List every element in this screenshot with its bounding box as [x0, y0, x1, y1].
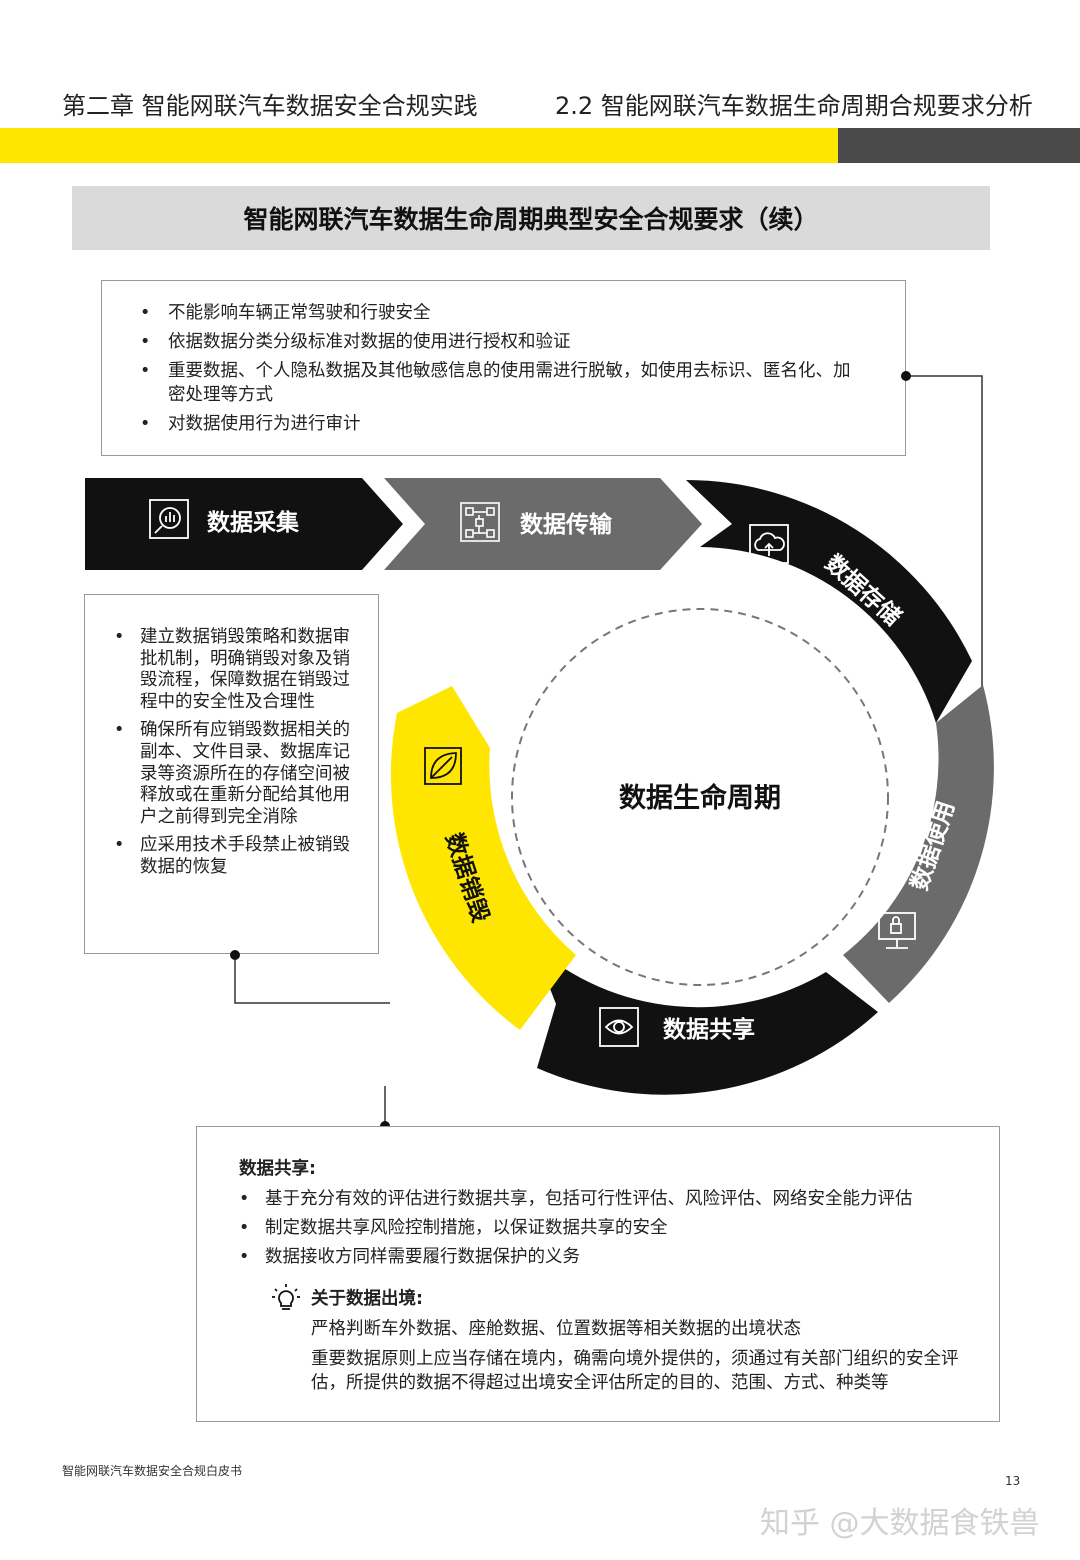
footer-doc-title: 智能网联汽车数据安全合规白皮书	[62, 1464, 243, 1478]
sharing-requirement-item: 基于充分有效的评估进行数据共享，包括可行性评估、风险评估、网络安全能力评估	[239, 1187, 979, 1211]
destruction-requirement-item: 应采用技术手段禁止被销毁数据的恢复	[114, 835, 356, 878]
magnifier-chart-icon	[149, 499, 189, 539]
sharing-requirement-item: 数据接收方同样需要履行数据保护的义务	[239, 1245, 979, 1269]
stage-collection-label: 数据采集	[207, 509, 300, 536]
yellow-band	[0, 128, 838, 163]
usage-requirements-box: 不能影响车辆正常驾驶和行驶安全 依据数据分类分级标准对数据的使用进行授权和验证 …	[101, 280, 906, 456]
lock-monitor-icon	[878, 912, 916, 949]
data-export-tip: 关于数据出境: 严格判断车外数据、座舱数据、位置数据等相关数据的出境状态 重要数…	[239, 1284, 979, 1395]
inner-dashed-circle	[511, 608, 889, 986]
lifecycle-center-label: 数据生命周期	[619, 782, 781, 814]
tip-line: 严格判断车外数据、座舱数据、位置数据等相关数据的出境状态	[311, 1319, 801, 1339]
sharing-box-title: 数据共享:	[239, 1159, 316, 1179]
section-title: 2.2 智能网联汽车数据生命周期合规要求分析	[555, 92, 1033, 120]
connector-lines	[234, 375, 983, 1126]
lightbulb-icon	[272, 1284, 300, 1310]
stage-destruction-shape	[390, 686, 576, 1030]
destruction-requirements-box: 建立数据销毁策略和数据审批机制，明确销毁对象及销毁流程，保障数据在销毁过程中的安…	[84, 594, 379, 954]
destruction-requirement-item: 确保所有应销毁数据相关的副本、文件目录、数据库记录等资源所在的存储空间被释放或在…	[114, 720, 356, 828]
usage-requirement-item: 重要数据、个人隐私数据及其他敏感信息的使用需进行脱敏，如使用去标识、匿名化、加密…	[140, 359, 885, 407]
connector-dot	[230, 950, 240, 960]
usage-requirement-item: 对数据使用行为进行审计	[140, 412, 885, 436]
cloud-upload-icon	[749, 524, 789, 564]
stage-storage-shape	[686, 480, 972, 723]
stage-collection-shape	[85, 478, 403, 570]
leaf-icon	[424, 747, 462, 785]
watermark: 知乎 @大数据食铁兽	[760, 1506, 1040, 1541]
tip-title: 关于数据出境:	[311, 1289, 423, 1309]
stage-sharing-shape	[533, 945, 878, 1095]
chapter-title: 第二章 智能网联汽车数据安全合规实践	[62, 92, 478, 120]
stage-transmission-shape	[384, 478, 702, 570]
network-nodes-icon	[460, 502, 500, 542]
connector-dot	[901, 371, 911, 381]
stage-transmission-label: 数据传输	[520, 511, 613, 538]
page-title: 智能网联汽车数据生命周期典型安全合规要求（续）	[72, 186, 990, 250]
data-sharing-box: 数据共享: 基于充分有效的评估进行数据共享，包括可行性评估、风险评估、网络安全能…	[196, 1126, 1000, 1422]
stage-sharing-label: 数据共享	[663, 1016, 755, 1043]
stage-usage-shape	[843, 685, 994, 1003]
usage-requirement-item: 依据数据分类分级标准对数据的使用进行授权和验证	[140, 330, 885, 354]
eye-icon	[599, 1007, 639, 1047]
gray-band	[838, 128, 1080, 163]
tip-line: 重要数据原则上应当存储在境内，确需向境外提供的，须通过有关部门组织的安全评估，所…	[311, 1349, 959, 1393]
page-number: 13	[1005, 1474, 1021, 1488]
sharing-requirement-item: 制定数据共享风险控制措施，以保证数据共享的安全	[239, 1216, 979, 1240]
destruction-requirement-item: 建立数据销毁策略和数据审批机制，明确销毁对象及销毁流程，保障数据在销毁过程中的安…	[114, 627, 356, 713]
usage-requirement-item: 不能影响车辆正常驾驶和行驶安全	[140, 301, 885, 325]
